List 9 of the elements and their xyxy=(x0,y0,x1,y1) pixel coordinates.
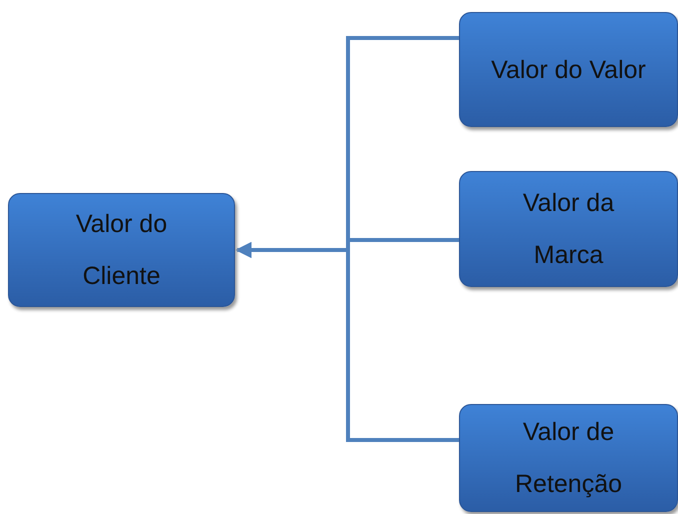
process-box xyxy=(459,171,678,287)
node-label: Valor de Retenção xyxy=(514,417,624,500)
process-box xyxy=(8,193,235,307)
process-box xyxy=(459,12,678,127)
node-label: Valor do Cliente xyxy=(74,209,168,292)
process-box xyxy=(459,404,678,512)
node-label: Valor do Valor xyxy=(490,54,647,86)
node-label: Valor da Marca xyxy=(522,188,616,271)
connector-arrow xyxy=(235,242,459,442)
